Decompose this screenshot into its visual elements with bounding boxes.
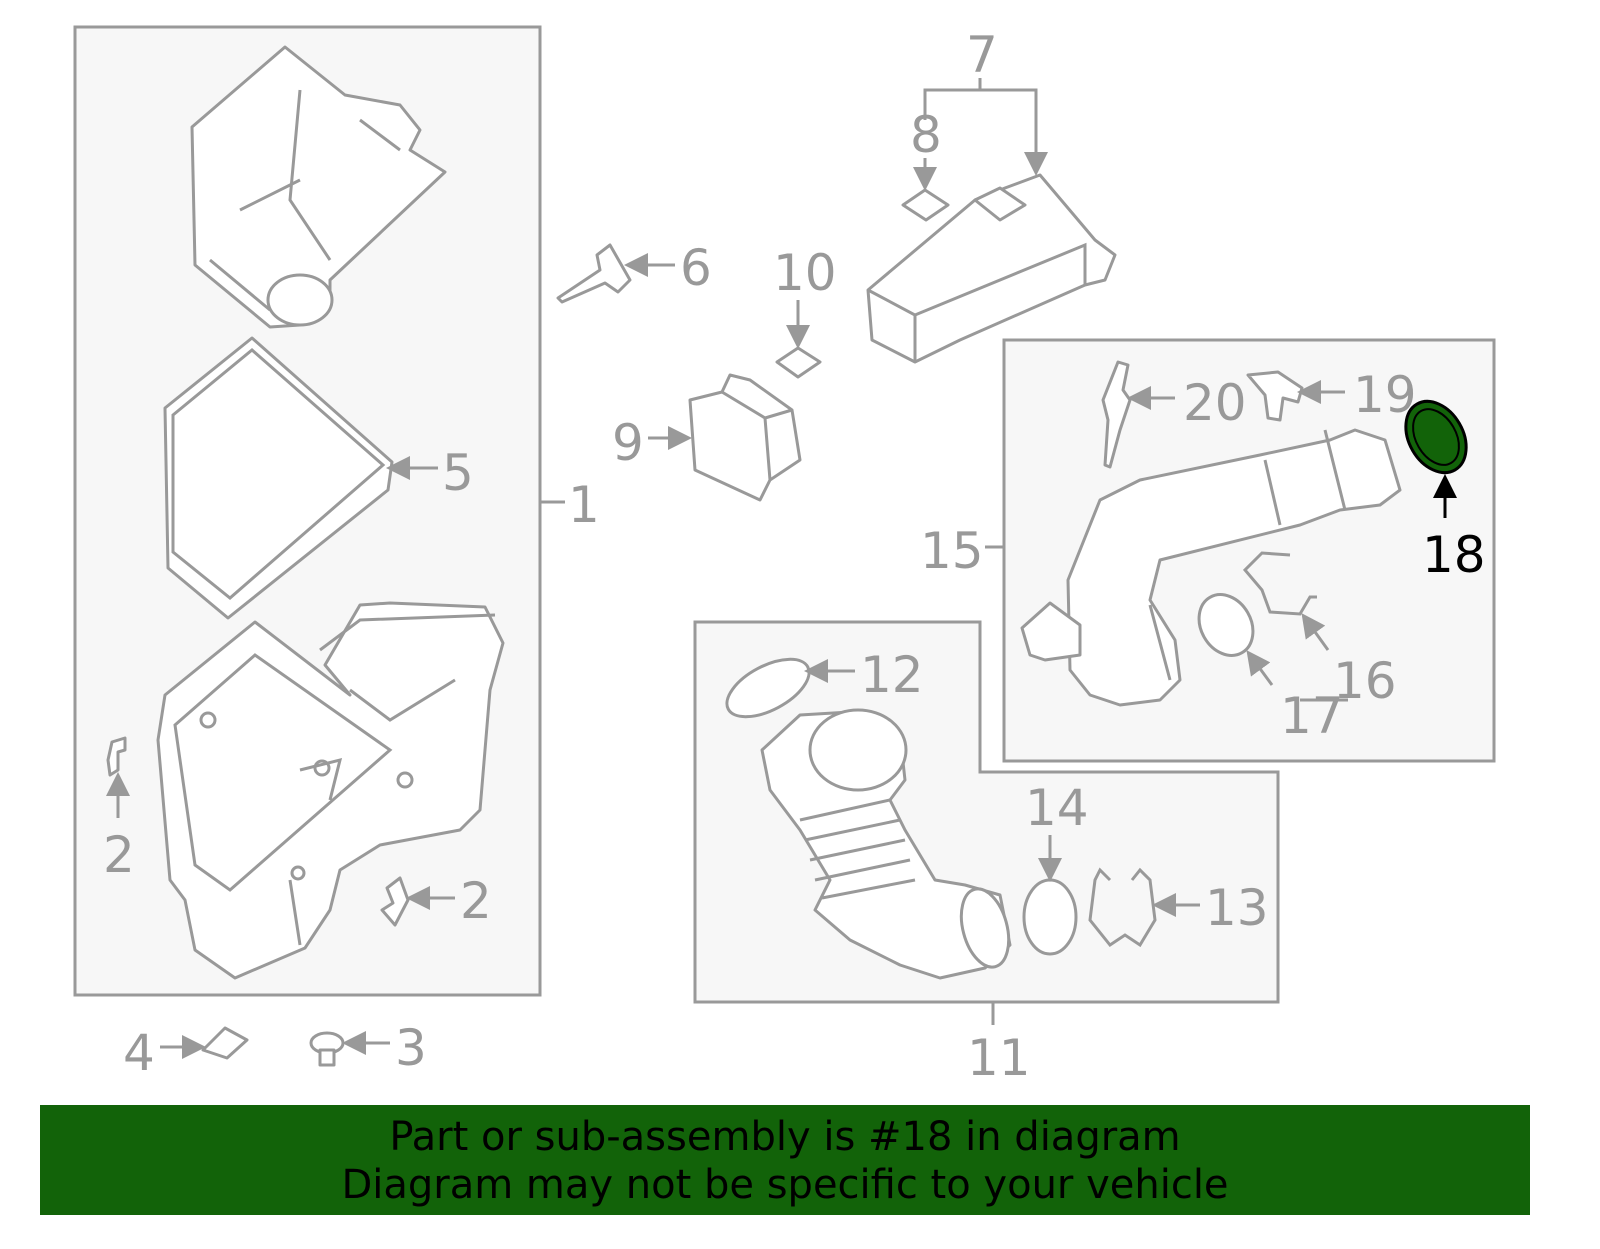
air-filter-element[interactable] (163, 336, 394, 620)
clip-right[interactable] (380, 876, 410, 927)
info-banner: Part or sub-assembly is #18 in diagram D… (40, 1105, 1530, 1215)
callout-9: 9 (612, 414, 644, 472)
callout-10: 10 (773, 244, 837, 302)
banner-line-1: Part or sub-assembly is #18 in diagram (389, 1114, 1181, 1160)
part-10-pad[interactable] (775, 346, 822, 379)
callout-6: 6 (680, 239, 712, 297)
part-11-air-duct[interactable] (760, 708, 1017, 980)
callout-12: 12 (860, 646, 924, 704)
callout-19: 19 (1353, 366, 1417, 424)
part-9-bracket[interactable] (688, 373, 802, 502)
part-15-intake-tube[interactable] (1020, 428, 1402, 707)
callout-5: 5 (442, 444, 474, 502)
air-cleaner-cover[interactable] (190, 45, 447, 329)
callout-13: 13 (1205, 879, 1269, 937)
callout-8: 8 (910, 106, 942, 164)
air-cleaner-lower-housing[interactable] (156, 601, 505, 980)
callout-2-left: 2 (103, 826, 135, 884)
callout-7: 7 (966, 26, 998, 84)
part-18-seal-highlighted[interactable] (1394, 391, 1479, 484)
callout-16: 16 (1333, 652, 1397, 710)
banner-line-2: Diagram may not be specific to your vehi… (341, 1162, 1229, 1208)
part-3-grommet[interactable] (309, 1031, 345, 1067)
part-13-clip[interactable] (1088, 867, 1157, 948)
part-14-o-ring[interactable] (1022, 878, 1078, 956)
callout-2-right: 2 (460, 872, 492, 930)
callout-18-highlighted: 18 (1422, 526, 1486, 584)
clip-left[interactable] (106, 736, 127, 777)
callout-4: 4 (123, 1024, 155, 1082)
callout-1: 1 (568, 476, 600, 534)
callout-14: 14 (1025, 779, 1089, 837)
part-6-sensor[interactable] (556, 243, 632, 304)
callout-15: 15 (920, 522, 984, 580)
part-19-connector[interactable] (1246, 370, 1304, 422)
callout-11: 11 (967, 1029, 1031, 1087)
callout-20: 20 (1183, 374, 1247, 432)
callout-17: 17 (1280, 687, 1344, 745)
part-4[interactable] (201, 1026, 249, 1060)
part-7-resonator[interactable] (866, 173, 1117, 364)
part-8-pad[interactable] (901, 188, 950, 222)
part-20-sensor[interactable] (1101, 360, 1132, 469)
part-17-o-ring[interactable] (1188, 585, 1263, 665)
leader-lines (106, 78, 1457, 1059)
part-16-bracket[interactable] (1242, 551, 1317, 616)
callout-3: 3 (395, 1019, 427, 1077)
